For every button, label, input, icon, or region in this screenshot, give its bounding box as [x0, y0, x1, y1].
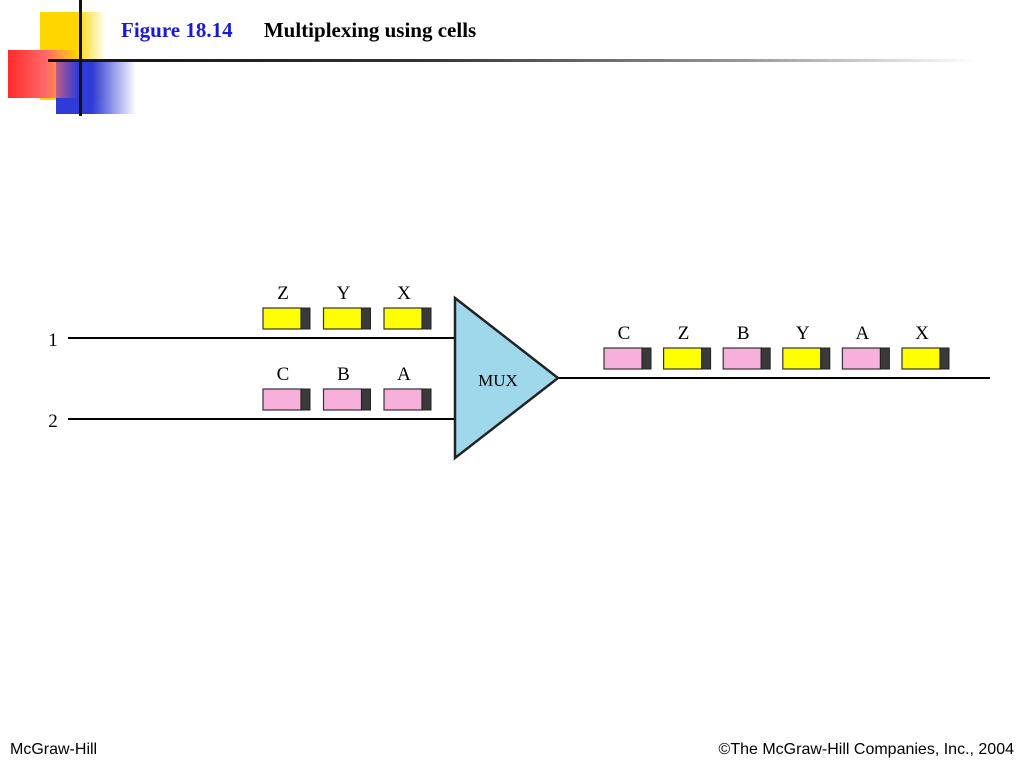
- cell: A: [383, 364, 432, 411]
- cell-payload: [722, 347, 762, 370]
- cell-label: C: [618, 323, 631, 344]
- cell-header: [820, 347, 831, 370]
- cell-header: [939, 347, 950, 370]
- cell-header: [760, 347, 771, 370]
- cell: Z: [262, 283, 311, 330]
- cell-label: Z: [678, 323, 690, 344]
- cell-label: B: [337, 364, 350, 385]
- input-line-2: 2: [48, 411, 456, 432]
- cell-payload: [322, 388, 363, 411]
- cell: B: [722, 323, 771, 370]
- cell-payload: [662, 347, 703, 370]
- cell-payload: [603, 347, 643, 370]
- cells-layer: Z Y X C B A C Z B Y A X: [262, 283, 950, 411]
- input-line-label: 1: [48, 330, 58, 351]
- cell-header: [701, 347, 712, 370]
- cell-payload: [383, 388, 423, 411]
- cell-label: C: [277, 364, 290, 385]
- cell-header: [361, 388, 371, 411]
- cell-header: [361, 307, 371, 330]
- input-line-1: 1: [48, 330, 456, 351]
- cell-payload: [901, 347, 941, 370]
- decor-horizontal-line: [48, 59, 978, 62]
- footer-publisher: McGraw-Hill: [10, 741, 98, 758]
- cell-header: [300, 307, 311, 330]
- cell: A: [841, 323, 890, 370]
- cell: Y: [782, 323, 831, 370]
- cell-label: Z: [277, 283, 289, 304]
- cell: Y: [322, 283, 371, 330]
- cell-label: X: [915, 323, 929, 344]
- cell-payload: [383, 307, 423, 330]
- cell-payload: [322, 307, 363, 330]
- cell-header: [421, 388, 432, 411]
- cell-label: Y: [796, 323, 810, 344]
- cell-label: X: [397, 283, 411, 304]
- cell-header: [421, 307, 432, 330]
- cell-label: A: [397, 364, 411, 385]
- mux-label: MUX: [478, 371, 518, 390]
- figure-title: Multiplexing using cells: [263, 18, 477, 42]
- cell-header: [879, 347, 890, 370]
- footer-copyright: ©The McGraw-Hill Companies, Inc., 2004: [718, 741, 1014, 758]
- cell-header: [300, 388, 311, 411]
- cell-payload: [841, 347, 882, 370]
- cell-header: [641, 347, 652, 370]
- cell-payload: [782, 347, 822, 370]
- cell: C: [603, 323, 652, 370]
- decor-red-block: [8, 50, 78, 98]
- decor-vertical-line: [79, 0, 82, 116]
- cell-label: A: [856, 323, 870, 344]
- figure-number: Figure 18.14: [121, 18, 233, 42]
- cell: X: [383, 283, 432, 330]
- cell-label: B: [737, 323, 750, 344]
- cell-payload: [262, 388, 302, 411]
- cell: Z: [662, 323, 712, 370]
- mux-block: MUX: [453, 295, 561, 461]
- input-line-label: 2: [48, 411, 58, 432]
- cell-label: Y: [337, 283, 351, 304]
- cell: X: [901, 323, 950, 370]
- slide-title: Figure 18.14 Multiplexing using cells: [121, 18, 476, 48]
- cell: B: [322, 364, 371, 411]
- cell: C: [262, 364, 311, 411]
- cell-payload: [262, 307, 302, 330]
